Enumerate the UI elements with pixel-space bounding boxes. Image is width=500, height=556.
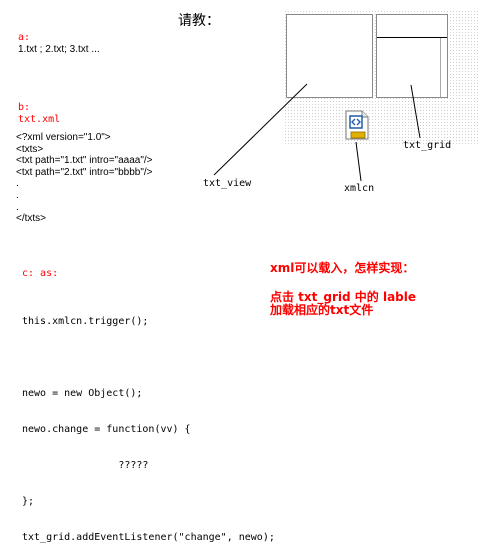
xmlcn-pointer bbox=[355, 141, 362, 182]
txt-grid-label: txt_grid bbox=[403, 140, 452, 151]
section-b-subtitle: txt.xml bbox=[18, 114, 61, 125]
section-a-label: a: bbox=[18, 32, 31, 43]
xml-line: <txt path="2.txt" intro="bbbb"/> bbox=[16, 166, 153, 178]
section-b-label: b: bbox=[18, 102, 31, 113]
question-note-detail-2: 加载相应的txt文件 bbox=[270, 303, 374, 317]
question-note: xml可以载入，怎样实现： bbox=[270, 261, 415, 275]
xml-listing: <?xml version="1.0"> <txts> <txt path="1… bbox=[16, 132, 153, 225]
code-line: this.xmlcn.trigger(); bbox=[22, 316, 149, 327]
txt-view-label: txt_view bbox=[203, 178, 252, 189]
txt-grid-pointer bbox=[410, 84, 421, 139]
xmlcn-label: xmlcn bbox=[344, 183, 375, 194]
xml-line: </txts> bbox=[16, 213, 47, 225]
connector-lines bbox=[213, 83, 421, 182]
code-line: ????? bbox=[22, 460, 149, 471]
xml-line: <txts> bbox=[16, 143, 44, 155]
code-line: }; bbox=[22, 496, 35, 507]
grid-header-line bbox=[377, 37, 447, 38]
question-note-detail: 点击 txt_grid 中的 lable bbox=[270, 290, 417, 304]
code-line: newo.change = function(vv) { bbox=[22, 424, 191, 435]
xml-line: . bbox=[16, 178, 19, 190]
xml-connector-icon[interactable] bbox=[345, 110, 369, 140]
txt-grid-component[interactable] bbox=[376, 14, 448, 98]
xml-line: . bbox=[16, 189, 19, 201]
code-line: newo = new Object(); bbox=[22, 388, 143, 399]
grid-scrollbar-line bbox=[440, 38, 441, 97]
txt-view-pointer bbox=[213, 83, 308, 176]
txt-view-component[interactable] bbox=[286, 14, 373, 98]
code-line: txt_grid.addEventListener("change", newo… bbox=[22, 532, 275, 543]
section-a-text: 1.txt ; 2.txt; 3.txt ... bbox=[18, 44, 100, 55]
section-c-label: c: as: bbox=[22, 268, 59, 279]
xml-line: <txt path="1.txt" intro="aaaa"/> bbox=[16, 155, 153, 167]
xml-line: . bbox=[16, 201, 19, 213]
page-title: 请教： bbox=[178, 13, 220, 29]
xml-line: <?xml version="1.0"> bbox=[16, 132, 111, 143]
